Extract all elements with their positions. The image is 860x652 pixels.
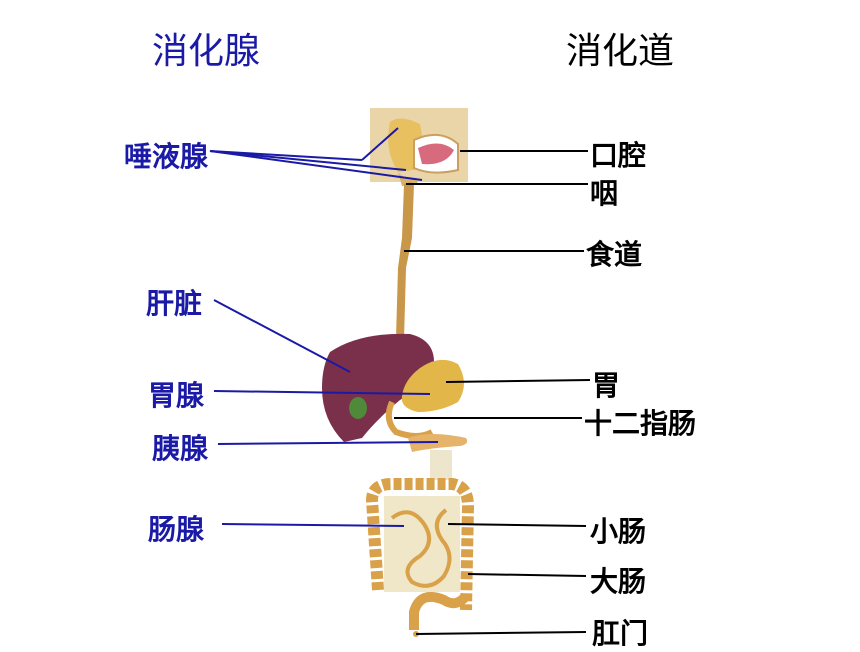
small-intestine-leader bbox=[447, 523, 587, 527]
gland-label-liver: 肝脏 bbox=[146, 287, 203, 320]
stomach-leader bbox=[445, 379, 591, 383]
liver-leader bbox=[213, 299, 351, 373]
tract-label-stomach: 胃 bbox=[592, 369, 621, 402]
gallbladder-shape bbox=[349, 397, 367, 419]
salivary-leader-3 bbox=[209, 150, 423, 181]
tract-label-pharynx: 咽 bbox=[590, 177, 619, 210]
tract-label-anus: 肛门 bbox=[592, 617, 649, 650]
gland-label-salivary: 唾液腺 bbox=[124, 140, 209, 173]
tract-label-large-intestine: 大肠 bbox=[590, 565, 647, 598]
mesentery-shape bbox=[430, 450, 452, 480]
tract-label-small-intestine: 小肠 bbox=[590, 515, 647, 548]
glands-heading: 消化腺 bbox=[152, 31, 261, 72]
tract-heading: 消化道 bbox=[566, 31, 675, 72]
large-intestine-shape bbox=[365, 478, 475, 611]
gastric-gland-leader bbox=[213, 390, 431, 395]
salivary-leader-2 bbox=[209, 150, 407, 171]
gland-label-intestinal: 肠腺 bbox=[148, 513, 205, 546]
head-cross-section bbox=[370, 108, 468, 186]
large-intestine-leader bbox=[467, 573, 587, 577]
anus-leader bbox=[415, 631, 587, 635]
gland-label-gastric: 胃腺 bbox=[148, 379, 205, 412]
gland-label-pancreas: 胰腺 bbox=[152, 432, 209, 465]
small-intestine-area bbox=[384, 496, 460, 592]
esophagus-shape bbox=[394, 182, 414, 352]
small-intestine-shape bbox=[390, 508, 452, 588]
tract-label-esophagus: 食道 bbox=[586, 238, 643, 271]
salivary-leader-4 bbox=[361, 127, 399, 161]
stomach-shape bbox=[401, 359, 464, 412]
rectum-shape bbox=[409, 592, 470, 630]
intestinal-gland-leader bbox=[221, 523, 405, 527]
pancreas-leader bbox=[217, 441, 439, 445]
tongue bbox=[418, 143, 454, 165]
tract-label-duodenum: 十二指肠 bbox=[584, 407, 697, 440]
liver-shape bbox=[322, 333, 434, 442]
tract-label-mouth: 口腔 bbox=[590, 139, 647, 172]
